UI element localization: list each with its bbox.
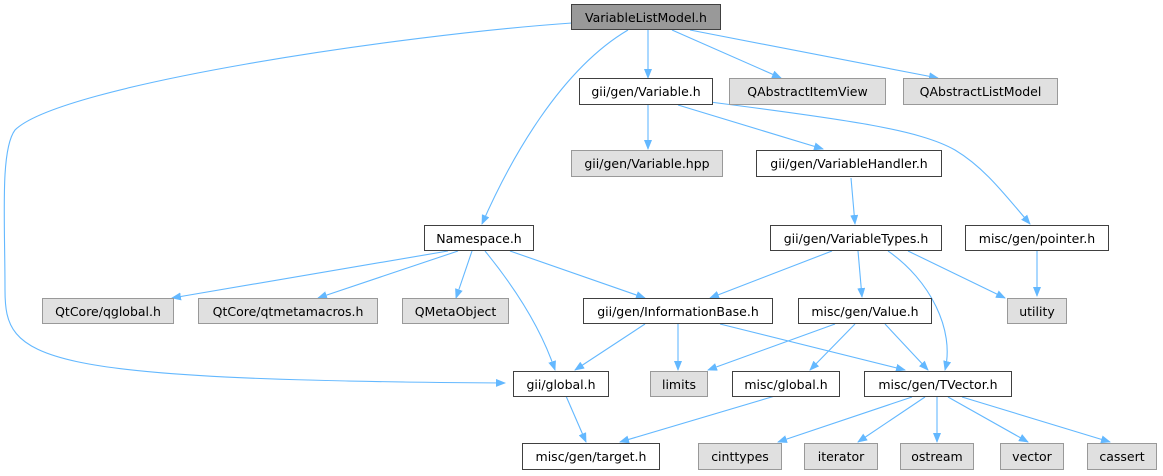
edge-misc-global-target [619, 395, 776, 444]
edge-variabletypes-value [857, 250, 866, 298]
edge-variable-h-pointer [709, 101, 1031, 225]
node-informationbase-h[interactable]: gii/gen/InformationBase.h [583, 298, 773, 324]
node-iterator[interactable]: iterator [804, 443, 878, 470]
edge-value-limits [707, 323, 836, 371]
edge-variabletypes-informationbase [709, 250, 833, 299]
edge-informationbase-gii-global [574, 323, 646, 371]
node-cassert[interactable]: cassert [1087, 443, 1157, 470]
node-variable-hpp[interactable]: gii/gen/Variable.hpp [571, 150, 723, 177]
edge-variabletypes-utility [907, 250, 1006, 299]
node-pointer-h[interactable]: misc/gen/pointer.h [965, 225, 1109, 251]
node-target-h[interactable]: misc/gen/target.h [522, 443, 660, 470]
node-gii-global-h[interactable]: gii/global.h [513, 371, 609, 397]
edge-root-qabstractlistmodel [689, 29, 939, 81]
node-variable-h[interactable]: gii/gen/Variable.h [579, 78, 713, 105]
node-variablelistmodel-h[interactable]: VariableListModel.h [571, 4, 721, 30]
node-qabstractlistmodel[interactable]: QAbstractListModel [903, 78, 1058, 105]
edge-namespace-qglobal [171, 250, 449, 301]
node-ostream[interactable]: ostream [900, 443, 974, 470]
node-tvector-h[interactable]: misc/gen/TVector.h [864, 371, 1012, 397]
node-vector[interactable]: vector [1000, 443, 1064, 470]
edge-variablehandler-variabletypes [850, 177, 859, 225]
edge-value-misc-global [809, 323, 856, 371]
node-variabletypes-h[interactable]: gii/gen/VariableTypes.h [770, 225, 942, 251]
edge-tvector-cassert [961, 396, 1111, 444]
edge-tvector-iterator [857, 396, 926, 443]
node-qtcore-qglobal-h[interactable]: QtCore/qglobal.h [42, 298, 174, 324]
node-utility[interactable]: utility [1007, 298, 1067, 324]
edge-gii-global-target [565, 395, 587, 443]
node-misc-global-h[interactable]: misc/global.h [732, 371, 840, 397]
node-value-h[interactable]: misc/gen/Value.h [798, 298, 932, 324]
node-qmetaobject[interactable]: QMetaObject [402, 298, 509, 324]
edge-namespace-gii-global [484, 250, 556, 371]
node-qabstractitemview[interactable]: QAbstractItemView [729, 78, 886, 105]
edge-tvector-vector [947, 396, 1029, 443]
edge-namespace-qmetaobject [455, 250, 473, 299]
node-qtcore-qtmetamacros-h[interactable]: QtCore/qtmetamacros.h [198, 298, 378, 324]
edge-namespace-informationbase [509, 250, 646, 299]
edge-informationbase-tvector [719, 323, 906, 372]
edge-variable-h-variablehandler [677, 104, 824, 151]
edge-tvector-cinttypes [777, 396, 913, 443]
node-variablehandler-h[interactable]: gii/gen/VariableHandler.h [756, 150, 942, 177]
edge-variabletypes-tvector [887, 250, 952, 371]
node-namespace-h[interactable]: Namespace.h [424, 225, 534, 251]
edge-namespace-qtmetamacros [317, 250, 459, 299]
node-cinttypes[interactable]: cinttypes [698, 443, 782, 470]
node-limits[interactable]: limits [650, 371, 708, 397]
edge-root-qabstractitemview [671, 29, 782, 79]
edge-root-namespace [481, 29, 629, 225]
edge-value-tvector [884, 323, 929, 371]
edge-root-gii-global [3, 22, 573, 387]
